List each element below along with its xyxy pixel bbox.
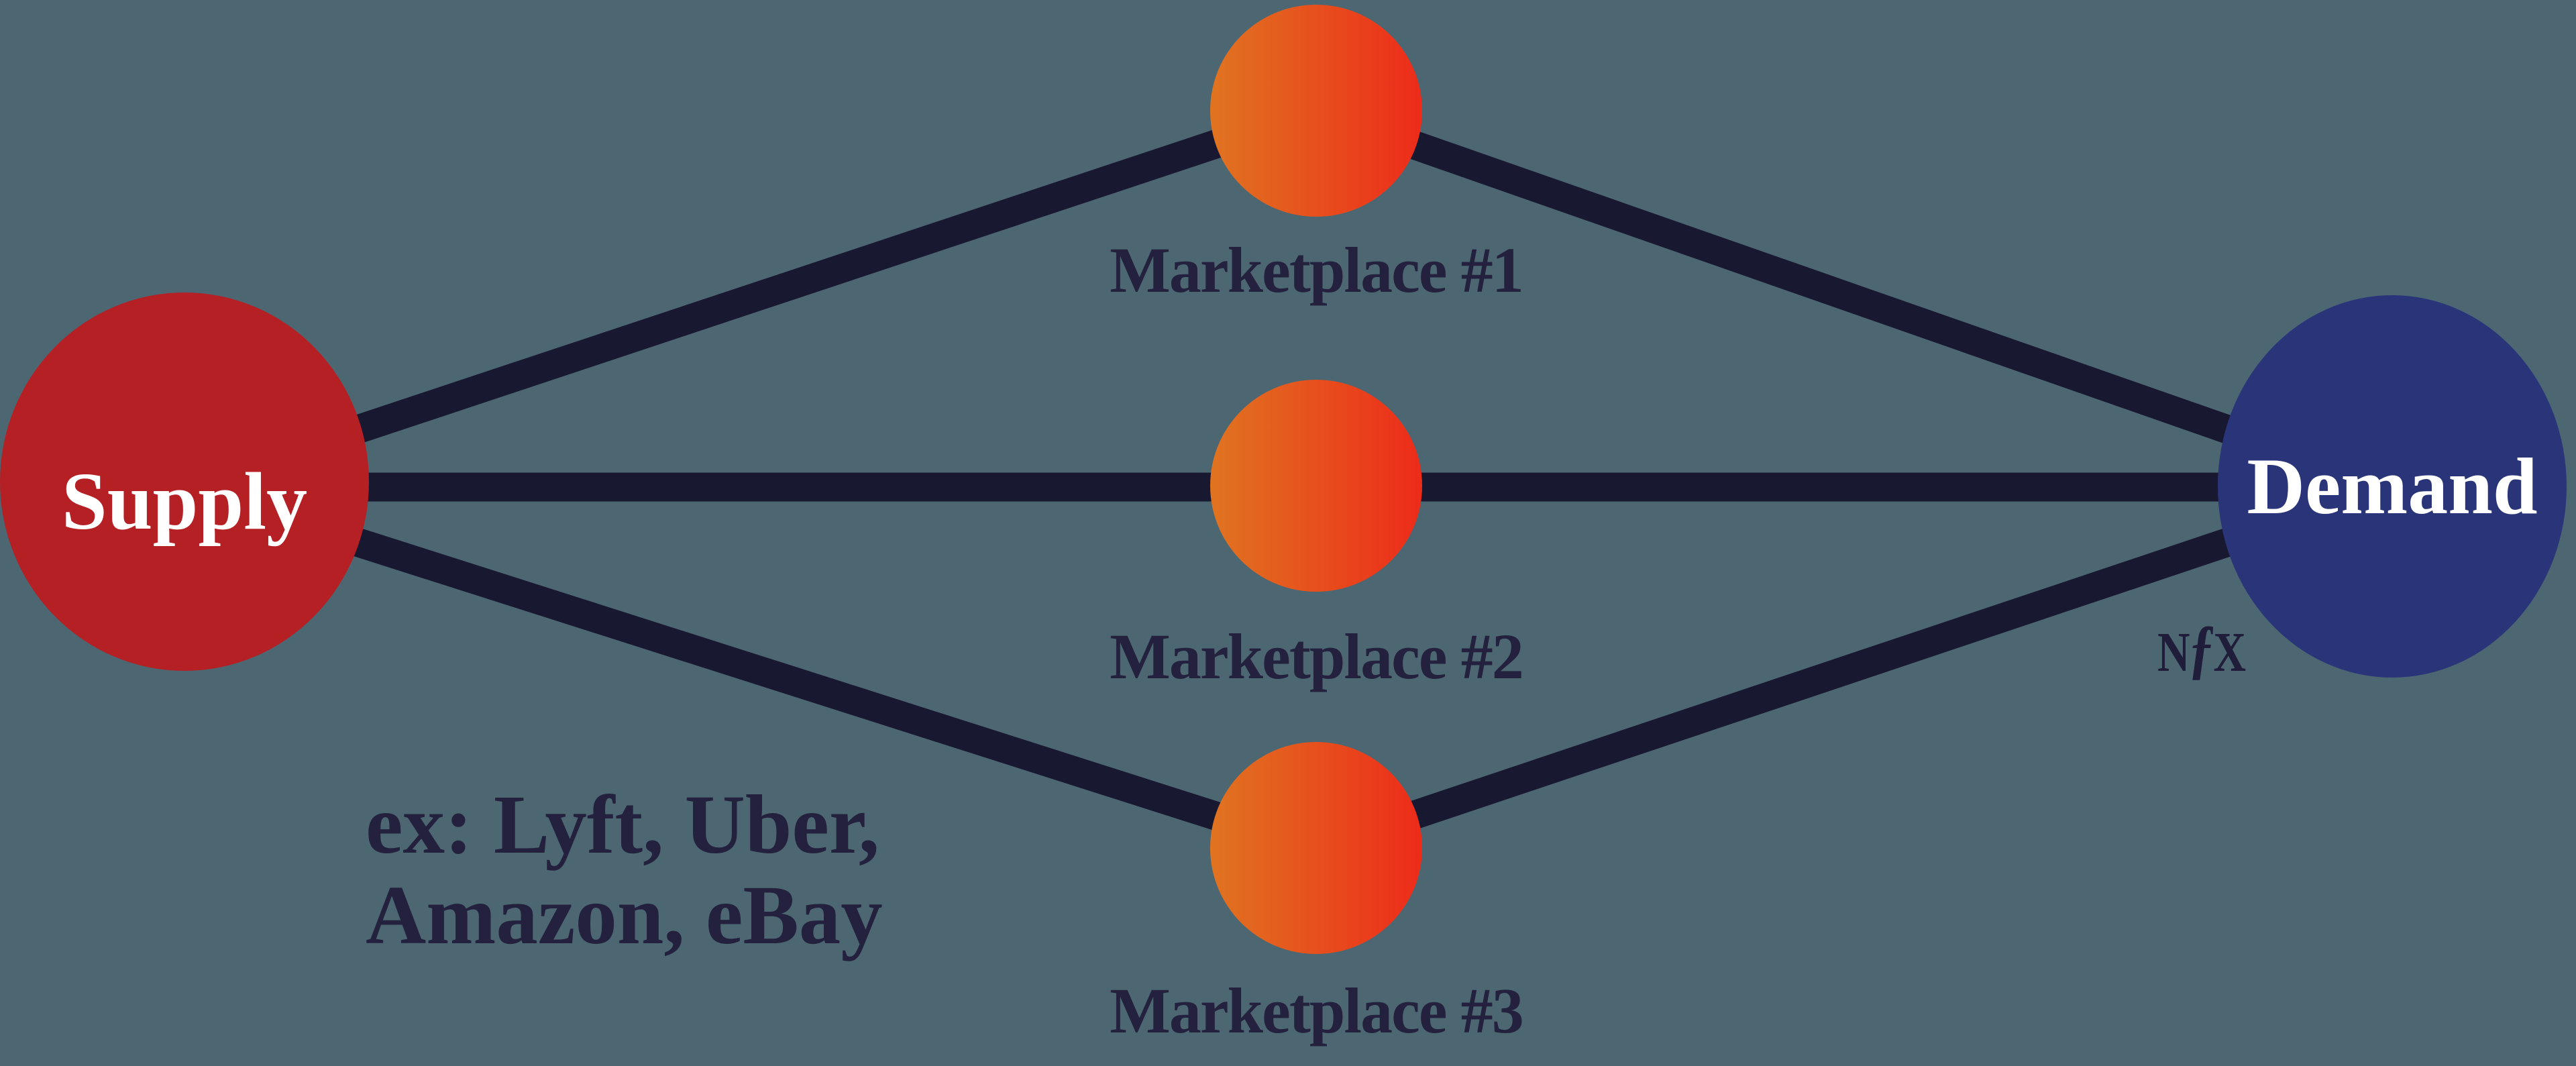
examples-line-2: Amazon, eBay [366,869,883,962]
marketplace-2-label: Marketplace #2 [1110,621,1524,692]
marketplace-1-label: Marketplace #1 [1110,234,1524,306]
marketplace-3-label: Marketplace #3 [1110,975,1524,1047]
edge-supply-marketplace-1 [180,97,1321,501]
edge-supply-marketplace-3 [180,473,1321,862]
edge-marketplace-1-demand [1311,97,2398,501]
nfx-logo-x: X [2213,621,2246,684]
examples-line-1: ex: Lyft, Uber, [366,779,880,871]
supply-label: Supply [61,456,308,547]
nfx-logo-f: ƒ [2188,612,2215,686]
supply-node: Supply [0,292,369,671]
marketplace-2-node [1210,380,1422,592]
edge-marketplace-3-demand [1311,473,2397,862]
examples-annotation: ex: Lyft, Uber, Amazon, eBay [366,780,883,961]
marketplace-3-node [1210,742,1422,954]
nfx-logo: NƒX [2121,616,2282,682]
nfx-logo-n: N [2157,621,2190,684]
marketplace-1-node [1210,5,1422,217]
demand-node: Demand [2218,295,2567,678]
demand-label: Demand [2247,441,2538,531]
